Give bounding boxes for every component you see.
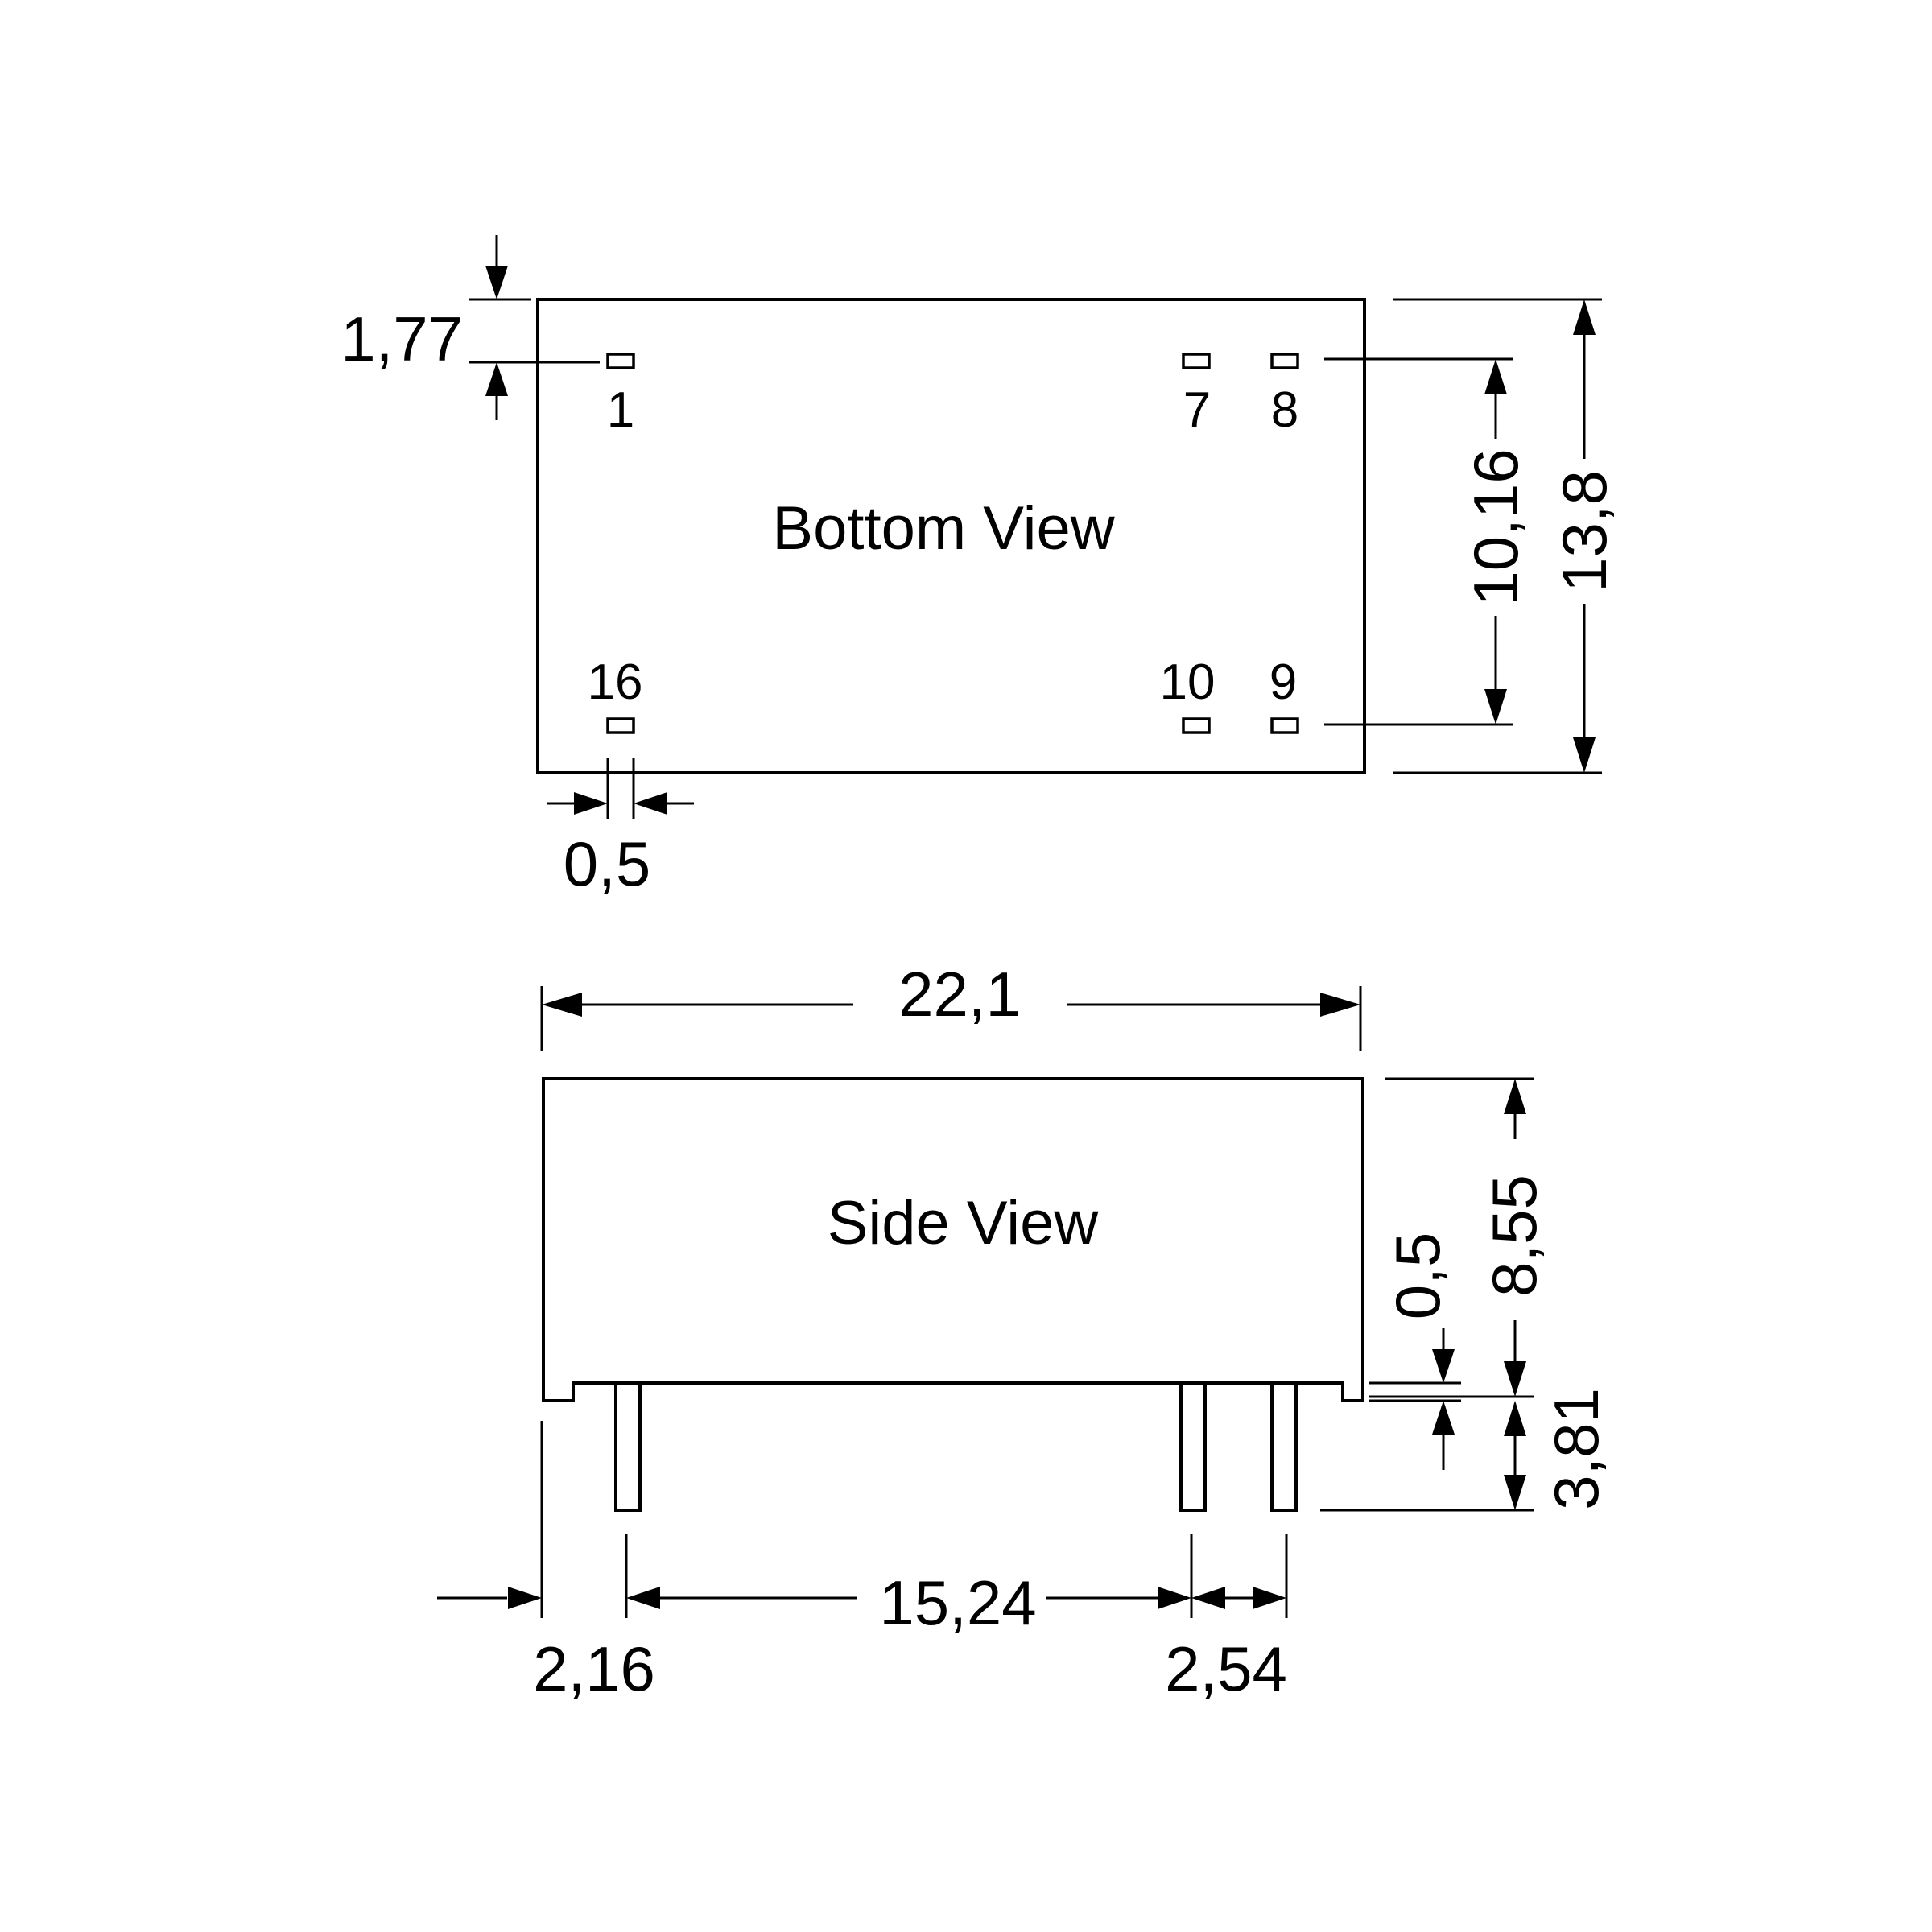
pin-label-9: 9 <box>1269 654 1297 710</box>
side-pin-1 <box>614 1381 642 1512</box>
side-view: 22,1 Side View 8,55 0,5 <box>437 959 1612 1704</box>
dim-1-77: 1,77 <box>341 235 600 420</box>
pad-1 <box>606 353 635 369</box>
dim-15-24-label: 15,24 <box>879 1567 1036 1638</box>
dim-22-1: 22,1 <box>540 959 1362 1051</box>
pin-label-10: 10 <box>1160 654 1216 710</box>
dim-10-16: 10,16 <box>1324 357 1531 726</box>
dim-bottom-chain: 2,16 15,24 2,54 <box>437 1421 1288 1704</box>
bottom-view-label: Bottom View <box>772 494 1115 563</box>
pin-label-7: 7 <box>1183 382 1211 438</box>
dim-2-54-label: 2,54 <box>1165 1633 1287 1704</box>
pin-label-8: 8 <box>1271 382 1298 438</box>
side-pin-10 <box>1179 1381 1207 1512</box>
pad-10 <box>1182 717 1211 734</box>
dim-2-16-label: 2,16 <box>533 1633 655 1704</box>
pad-7 <box>1182 353 1211 369</box>
dim-13-8: 13,8 <box>1393 298 1620 774</box>
bottom-view: 1 7 8 16 10 9 Bottom View 1,77 0,5 <box>341 235 1620 899</box>
pad-8 <box>1270 353 1299 369</box>
dim-3-81: 3,81 <box>1320 1388 1612 1512</box>
side-view-label: Side View <box>828 1189 1100 1257</box>
dim-0-5-pad-label: 0,5 <box>564 828 650 899</box>
pad-16 <box>606 717 635 734</box>
side-view-body <box>542 1077 1364 1402</box>
dim-13-8-label: 13,8 <box>1549 470 1620 592</box>
dim-0-5-standoff-label: 0,5 <box>1382 1232 1453 1319</box>
dim-22-1-label: 22,1 <box>898 959 1021 1030</box>
dim-3-81-label: 3,81 <box>1541 1388 1612 1510</box>
dim-8-55: 8,55 <box>1368 1077 1550 1398</box>
dim-8-55-label: 8,55 <box>1479 1174 1550 1297</box>
pin-label-16: 16 <box>588 654 643 710</box>
dim-0-5-standoff: 0,5 <box>1368 1232 1461 1470</box>
dim-1-77-label: 1,77 <box>341 303 463 374</box>
side-pin-9 <box>1270 1381 1298 1512</box>
pin-label-1: 1 <box>607 382 634 438</box>
dim-0-5-pad: 0,5 <box>547 758 694 899</box>
pad-9 <box>1270 717 1299 734</box>
bottom-view-body <box>536 298 1366 774</box>
dim-10-16-label: 10,16 <box>1460 448 1531 605</box>
